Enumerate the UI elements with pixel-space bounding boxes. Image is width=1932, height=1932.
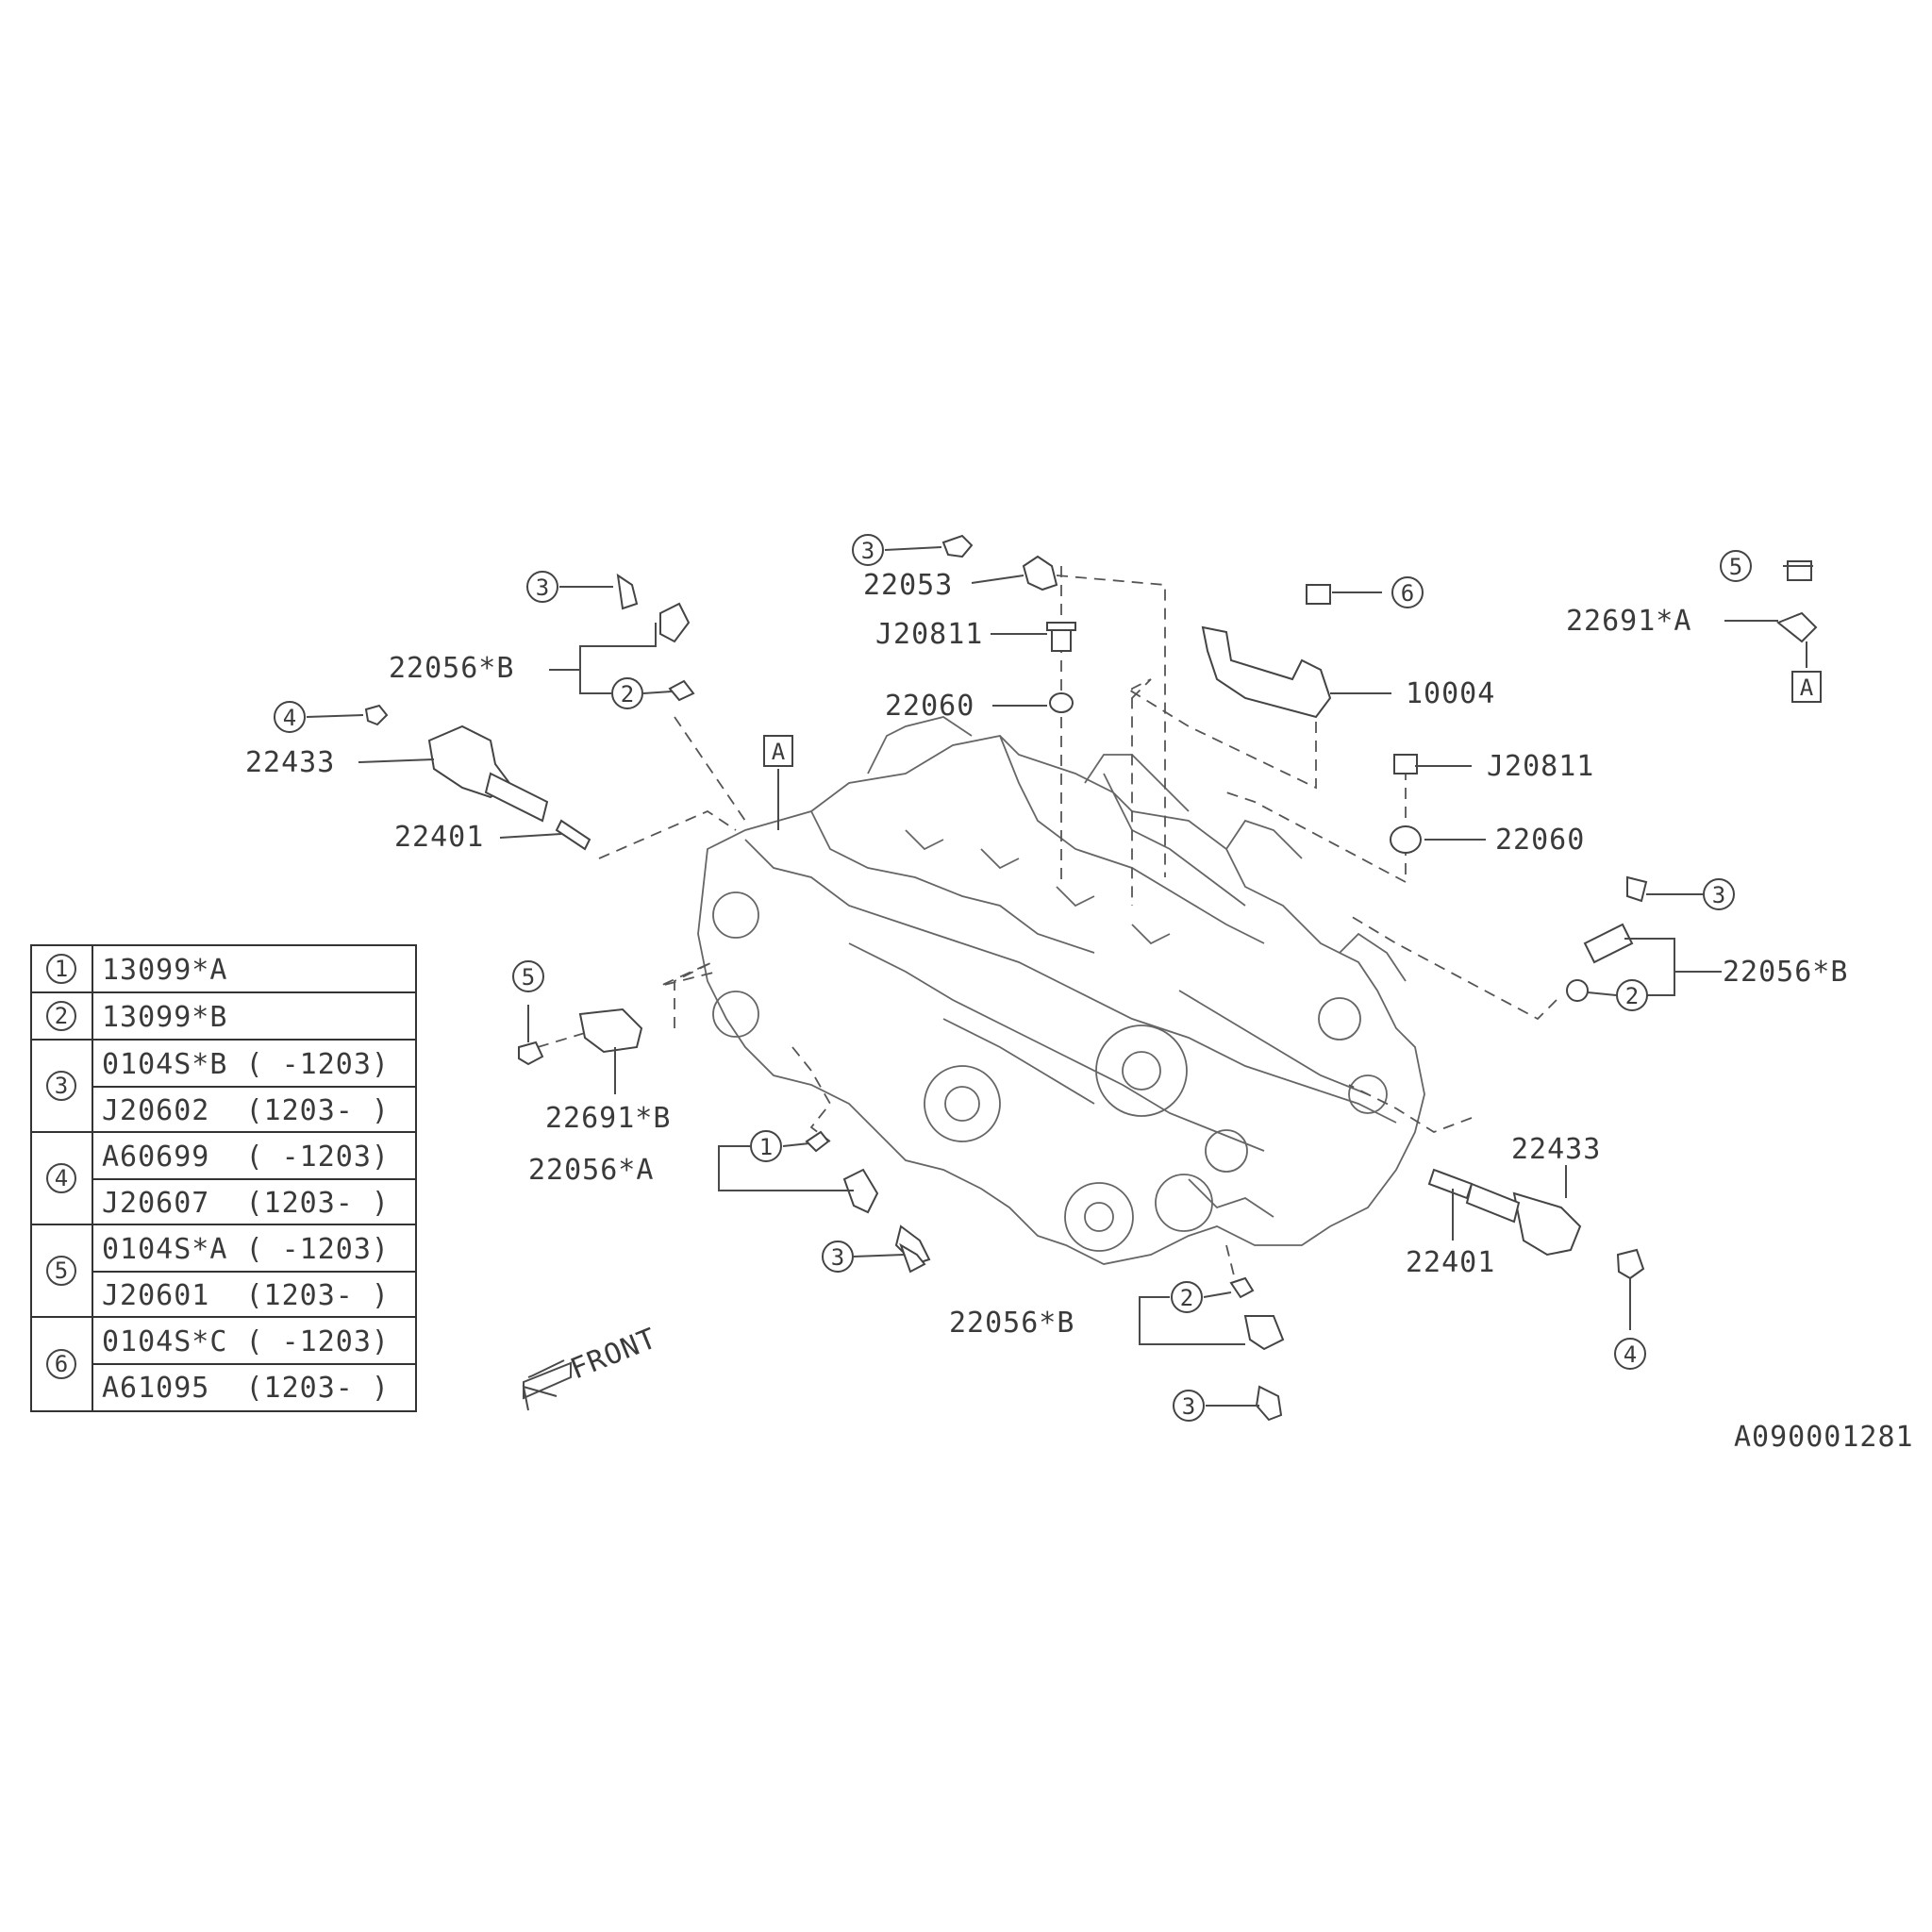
legend-row-5b: J20601 (1203- ): [102, 1279, 390, 1312]
reference-a-left: A: [763, 735, 793, 767]
legend-row-4b: J20607 (1203- ): [102, 1187, 390, 1220]
label-22053: 22053: [863, 569, 953, 602]
legend-row-2a: 13099*B: [102, 1001, 227, 1034]
legend-row-6a: 0104S*C ( -1203): [102, 1325, 390, 1358]
circled-2-bottom: 2: [1180, 1285, 1193, 1311]
label-j20811-right: J20811: [1487, 750, 1594, 783]
engine-cylinder-heads: [697, 716, 1425, 1265]
reference-a-right: A: [1791, 671, 1822, 703]
svg-text:A: A: [1800, 675, 1814, 701]
circled-6: 6: [1401, 580, 1414, 607]
circled-4-left: 4: [283, 705, 296, 731]
legend-row-1a: 13099*A: [102, 954, 227, 987]
circled-3-lowleft: 3: [831, 1244, 844, 1271]
label-22433-left: 22433: [245, 746, 335, 779]
legend-row-3a: 0104S*B ( -1203): [102, 1048, 390, 1081]
parts: [364, 534, 1818, 1422]
legend-row-6b: A61095 (1203- ): [102, 1372, 390, 1405]
label-22691a: 22691*A: [1566, 605, 1691, 638]
circled-1: 1: [759, 1134, 773, 1160]
circled-3-topleft: 3: [536, 575, 549, 601]
legend-table: 1 2 3 4 5 6 13099*A 13099*B 0104S*B ( -1…: [30, 944, 417, 1412]
label-22401-right: 22401: [1406, 1246, 1495, 1279]
legend-key-2: 2: [55, 1003, 68, 1029]
dashed-leaders: [537, 566, 1557, 1284]
label-j20811-top: J20811: [875, 618, 983, 651]
legend-key-5: 5: [55, 1257, 68, 1284]
circled-2-right: 2: [1625, 983, 1639, 1009]
label-22056a: 22056*A: [528, 1154, 654, 1187]
circled-5-left: 5: [522, 964, 535, 991]
legend-row-5a: 0104S*A ( -1203): [102, 1233, 390, 1266]
label-22056b-topleft: 22056*B: [389, 652, 514, 685]
legend-key-4: 4: [55, 1165, 68, 1191]
label-22056b-bottom: 22056*B: [949, 1307, 1074, 1340]
circled-3-right: 3: [1712, 882, 1725, 908]
label-10004: 10004: [1406, 677, 1495, 710]
circled-5-right: 5: [1729, 554, 1742, 580]
svg-text:A: A: [772, 739, 786, 765]
label-22433-right: 22433: [1511, 1133, 1601, 1166]
legend-key-6: 6: [55, 1351, 68, 1377]
drawing-id: A090001281: [1734, 1421, 1914, 1454]
callout-labels: 22053 J20811 22060 22056*B 22433 22401 1…: [245, 569, 1914, 1454]
circled-3-top: 3: [861, 538, 874, 564]
front-arrow: FRONT: [522, 1322, 661, 1411]
callout-leaders: [306, 546, 1813, 1407]
legend-key-3: 3: [55, 1073, 68, 1099]
label-22056b-right: 22056*B: [1723, 956, 1848, 989]
front-label: FRONT: [566, 1322, 661, 1386]
label-22691b: 22691*B: [545, 1102, 671, 1135]
label-22060-right: 22060: [1495, 824, 1585, 857]
circled-4-right: 4: [1624, 1341, 1637, 1368]
label-22401-left: 22401: [394, 821, 484, 854]
circled-2-topleft: 2: [621, 681, 634, 708]
legend-row-3b: J20602 (1203- ): [102, 1094, 390, 1127]
label-22060-top: 22060: [885, 690, 974, 723]
legend-row-4a: A60699 ( -1203): [102, 1141, 390, 1174]
circled-3-bottom: 3: [1182, 1393, 1195, 1420]
legend-key-1: 1: [55, 956, 68, 982]
circled-callouts: 3 3 2 4 6 5 3 2 5 1 3 2 3 4: [274, 534, 1752, 1422]
